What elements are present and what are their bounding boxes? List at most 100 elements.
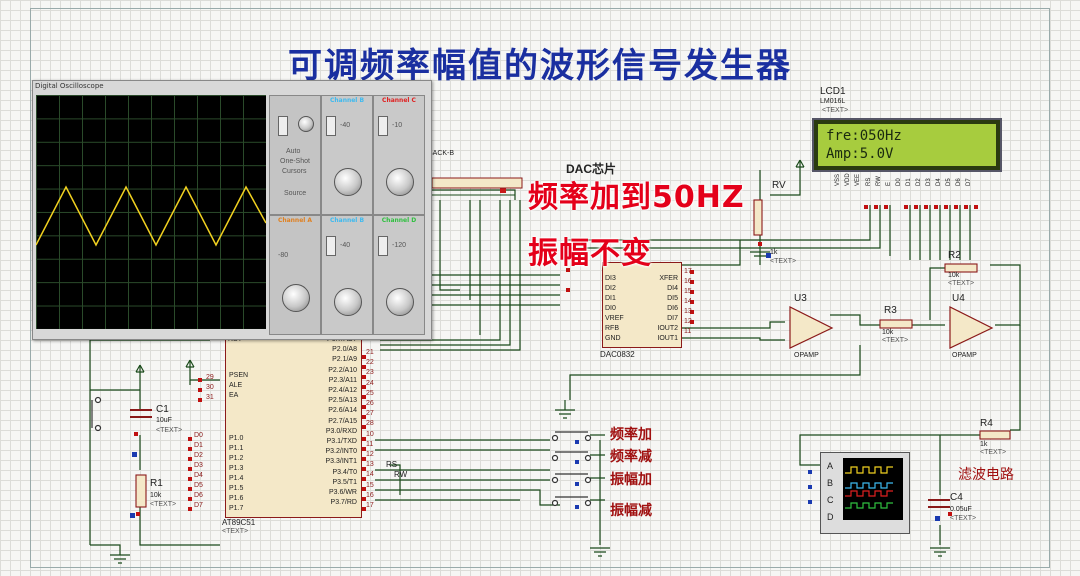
filter-circuit-label: 滤波电路 [958,467,1014,483]
channel-c-name: Channel C [382,97,416,104]
opamp-u4-body [949,306,994,349]
dac-label: DAC芯片 [566,162,616,176]
mcu-left-pin-9: P1.5 [229,485,244,492]
mcu-right-pin-num-2: 23 [366,369,374,377]
c1-text-tag: <TEXT> [156,427,183,434]
lcd-pin-10: D4 [936,178,942,186]
mcu-right-pin-4: P2.3/A11 [328,376,357,384]
channel-d-coupling-switch[interactable] [378,236,388,256]
lcd-pin-5: E [886,181,892,186]
mcu-p1-net-4: D4 [194,472,203,479]
mcu-left-pin-5: P1.1 [229,445,244,452]
mcu-right-pin-13: P3.4/T0 [332,468,357,476]
mcu-left-pin-3: EA [229,392,239,399]
channel-b-lower-switch[interactable] [326,236,336,256]
channel-b-panel: Channel B -40 [321,95,373,215]
channel-b-lower-knob[interactable] [334,288,362,316]
dac-left-pin-5: RFB [605,325,619,332]
r4-text-tag: <TEXT> [980,449,1007,456]
oscilloscope-control-panel: Auto One-Shot Cursors Source Channel B -… [269,95,427,335]
mcu-right-pin-12: P3.3/INT1 [325,458,357,466]
mcu-right-pin-6: P2.5/A13 [328,397,357,405]
lcd-ref: LCD1 [820,86,846,97]
mcu-right-pin-3: P2.2/A10 [328,366,357,374]
dac-right-pin-num-4: 13 [684,308,692,315]
trigger-oneshot-label: One-Shot [280,158,310,165]
mcu-left-pin-2: ALE [229,382,243,389]
vscope-traces [845,466,893,509]
lcd-pin-8: D2 [916,178,922,186]
channel-c-panel: Channel C -10 [373,95,425,215]
r2-ref: R2 [948,250,961,261]
rv-value: 1k [770,249,778,256]
dac-right-pin-num-2: 15 [684,288,692,295]
channel-a-level-switch[interactable] [278,116,288,136]
button-amp-up-label[interactable]: 振幅加 [610,472,652,488]
mcu-part: AT89C51 [222,518,256,527]
mcu-p1-net-5: D5 [194,482,203,489]
channel-c-coupling-switch[interactable] [378,116,388,136]
r1-value: 10k [150,492,162,499]
dac-left-pin-6: GND [605,335,621,342]
button-amp-down-label[interactable]: 振幅减 [610,503,652,519]
channel-a-position-knob[interactable] [298,116,314,132]
channel-a-readout: -80 [278,252,289,259]
r1-ref: R1 [150,478,163,489]
lcd-pin-13: D7 [966,178,972,186]
rv-text-tag: <TEXT> [770,258,797,265]
mcu-left-pin-num-0: 29 [206,374,214,381]
button-freq-up-label[interactable]: 频率加 [610,427,652,443]
dac-right-pin-num-1: 16 [684,278,692,285]
mcu-text-tag: <TEXT> [222,528,249,535]
dac-right-pin-6: IOUT1 [657,335,678,342]
channel-a-panel: Auto One-Shot Cursors Source [269,95,321,215]
dac-right-pin-num-3: 14 [684,298,692,305]
lcd-pin-1: VDD [845,173,851,186]
virtual-oscilloscope-instrument[interactable]: A B C D [820,452,910,534]
mcu-left-pin-1: PSEN [229,372,249,379]
button-freq-down-label[interactable]: 频率减 [610,449,652,465]
lcd-pin-7: D1 [906,178,912,186]
dac-right-pin-0: XFER [659,275,678,282]
channel-d-gain-knob[interactable] [386,288,414,316]
dac-right-pin-2: DI5 [667,295,678,302]
dac-right-pin-1: DI4 [667,285,678,292]
mcu-left-pin-4: P1.0 [229,435,244,442]
mcu-right-pin-16: P3.7/RD [330,499,357,507]
lcd-pin-12: D6 [956,178,962,186]
mcu-right-pin-num-3: 24 [366,379,374,387]
dac-right-pin-num-0: 17 [684,268,692,275]
channel-c-gain-knob[interactable] [386,168,414,196]
vscope-input-c: C [827,495,834,505]
mcu-right-pin-num-7: 28 [366,420,374,428]
mcu-right-pin-num-14: 16 [366,491,374,499]
mcu-p1-net-2: D2 [194,452,203,459]
vscope-input-d: D [827,512,834,522]
mcu-p1-net-1: D1 [194,442,203,449]
mcu-right-pin-9: P3.0/RXD [325,427,357,435]
mcu-right-pin-11: P3.2/INT0 [325,448,357,456]
oscilloscope-screen [35,95,267,329]
r3-ref: R3 [884,305,897,316]
mcu-right-pin-8: P2.7/A15 [328,417,357,425]
lcd-text-tag: <TEXT> [822,107,849,114]
sheet-border [30,8,1050,568]
lcd-pin-0: VSS [835,173,841,186]
mcu-right-pin-num-15: 17 [366,502,374,509]
channel-a-name: Channel A [277,217,313,224]
digital-oscilloscope-window[interactable]: Digital Oscilloscope Auto One-Shot Curso… [32,80,432,340]
channel-b-coupling-switch[interactable] [326,116,336,136]
mcu-right-pin-num-11: 13 [366,461,374,469]
channel-d-panel: Channel D -120 [373,215,425,335]
mcu-right-pin-num-10: 12 [366,451,374,458]
channel-b-readout: -40 [340,122,351,129]
timebase-knob[interactable] [282,284,310,312]
mcu-left-pin-11: P1.7 [229,505,244,512]
channel-b-gain-knob[interactable] [334,168,362,196]
mcu-right-pin-num-4: 25 [366,389,374,397]
u3-part: OPAMP [794,352,819,359]
lcd-display: fre:050Hz Amp:5.0V [812,118,1002,172]
dac-left-pin-2: DI1 [605,295,616,302]
r4-ref: R4 [980,418,993,429]
r2-value: 10k [948,272,960,279]
